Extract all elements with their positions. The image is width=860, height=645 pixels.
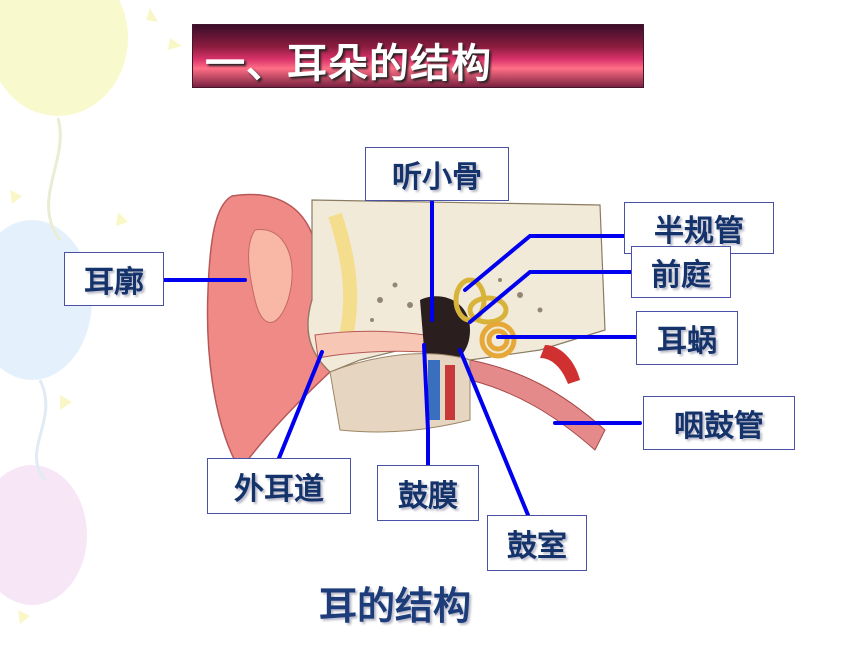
- label-gushi: 鼓室: [487, 515, 587, 571]
- balloon-yellow: [0, 0, 128, 116]
- figure-caption: 耳的结构: [318, 583, 471, 628]
- label-erwo: 耳蜗: [636, 311, 738, 365]
- leader-waierdao: [273, 350, 324, 470]
- label-banguiguan: 半规管: [624, 202, 774, 254]
- bone-pore: [392, 282, 398, 288]
- sparkle: [146, 8, 158, 22]
- temporal-bone: [307, 199, 606, 373]
- pinna-inner-fold: [248, 229, 293, 323]
- balloon-string: [34, 379, 48, 481]
- sparkle: [10, 190, 22, 204]
- semicircular-canal: [467, 295, 509, 325]
- blood-vessel: [428, 360, 440, 420]
- bone-pore: [370, 318, 374, 322]
- cochlea-spiral: [479, 321, 517, 359]
- sparkle: [116, 212, 128, 226]
- leader-gumo: [422, 343, 430, 476]
- title-banner: 一、耳朵的结构: [192, 24, 644, 88]
- bone-pore: [537, 307, 543, 313]
- sparkle: [18, 610, 30, 624]
- blood-vessel: [445, 365, 455, 420]
- sparkle: [168, 38, 182, 50]
- sparkle: [60, 395, 72, 410]
- bone-pore: [517, 292, 523, 298]
- label-erkuo: 耳廓: [64, 252, 164, 306]
- leader-qianting: [468, 270, 634, 324]
- label-gumo: 鼓膜: [377, 465, 479, 521]
- label-qianting: 前庭: [631, 246, 731, 298]
- label-tinggu: 听小骨: [365, 147, 509, 201]
- label-waierdao: 外耳道: [207, 458, 351, 514]
- label-yanguguan: 咽鼓管: [643, 396, 795, 450]
- balloon-purple: [0, 465, 87, 605]
- bone-pore: [498, 278, 502, 282]
- bone-pore: [377, 297, 383, 303]
- slide-title: 一、耳朵的结构: [205, 41, 492, 87]
- bone-texture: [328, 212, 358, 342]
- balloon-string: [47, 117, 62, 241]
- internal-carotid: [540, 345, 580, 384]
- eustachian-tube: [461, 359, 606, 451]
- bone-pore: [407, 302, 413, 308]
- leader-gushi: [458, 348, 530, 517]
- cochlea-spiral: [486, 328, 510, 352]
- leader-banguiguan: [463, 234, 626, 292]
